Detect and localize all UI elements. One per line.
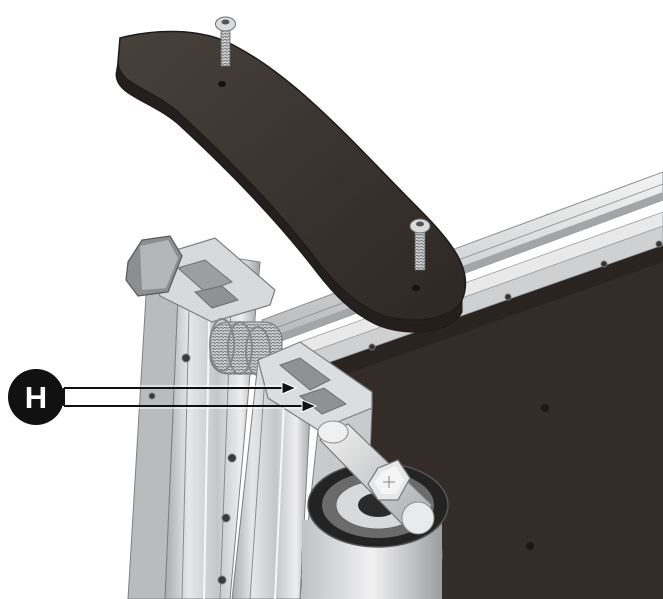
curved-bracket (115, 30, 467, 333)
callout-pointer (63, 381, 318, 413)
callout-badge: H (8, 369, 64, 425)
hex-nut (125, 235, 183, 297)
panel-holes (526, 404, 549, 550)
rail-holes (368, 240, 663, 351)
screw-top (215, 16, 236, 67)
extrusion-holes (148, 353, 237, 585)
arrowhead-lower (301, 399, 318, 413)
callout-label: H (25, 380, 47, 415)
vertical-extrusion-front (231, 341, 373, 599)
axle-shaft (317, 420, 435, 535)
arrowhead-upper (281, 381, 298, 395)
screw-bottom (409, 218, 431, 271)
